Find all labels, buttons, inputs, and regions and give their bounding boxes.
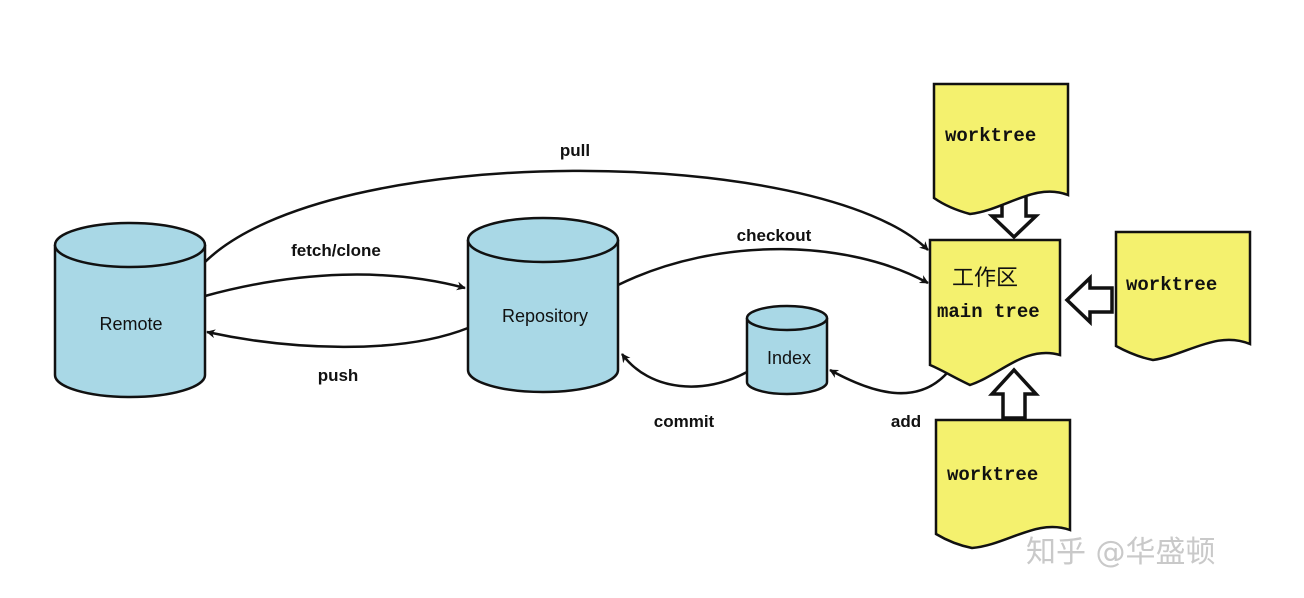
pull-arrow <box>204 169 929 263</box>
workarea-subtitle: main tree <box>937 301 1040 323</box>
workarea-document: 工作区 main tree <box>928 238 1062 387</box>
remote-cylinder: Remote <box>53 221 207 399</box>
push-arrow <box>206 326 469 349</box>
repository-label: Repository <box>502 306 588 326</box>
block-arrow-left-icon <box>1064 273 1114 327</box>
index-cylinder: Index <box>745 304 829 396</box>
block-arrow-down-icon <box>987 194 1041 240</box>
fetch-clone-arrow <box>204 273 466 298</box>
remote-label: Remote <box>99 314 162 334</box>
watermark: 知乎 @华盛顿 <box>1026 535 1216 570</box>
checkout-arrow <box>617 247 929 287</box>
fetch-clone-label: fetch/clone <box>291 241 381 260</box>
worktree-right-label: worktree <box>1126 274 1217 296</box>
checkout-label: checkout <box>737 226 812 245</box>
worktree-top-document: worktree <box>932 82 1070 216</box>
repository-cylinder: Repository <box>466 216 620 394</box>
pull-label: pull <box>560 141 590 160</box>
worktree-top-label: worktree <box>945 125 1036 147</box>
worktree-bottom-document: worktree <box>934 418 1072 550</box>
worktree-right-document: worktree <box>1114 230 1252 362</box>
block-arrow-up-icon <box>988 367 1040 420</box>
index-label: Index <box>767 348 811 368</box>
push-label: push <box>318 366 359 385</box>
add-label: add <box>891 412 921 431</box>
add-arrow <box>829 366 954 395</box>
workarea-title: 工作区 <box>952 266 1018 291</box>
commit-arrow <box>620 353 748 388</box>
worktree-bottom-label: worktree <box>947 464 1038 486</box>
commit-label: commit <box>654 412 715 431</box>
